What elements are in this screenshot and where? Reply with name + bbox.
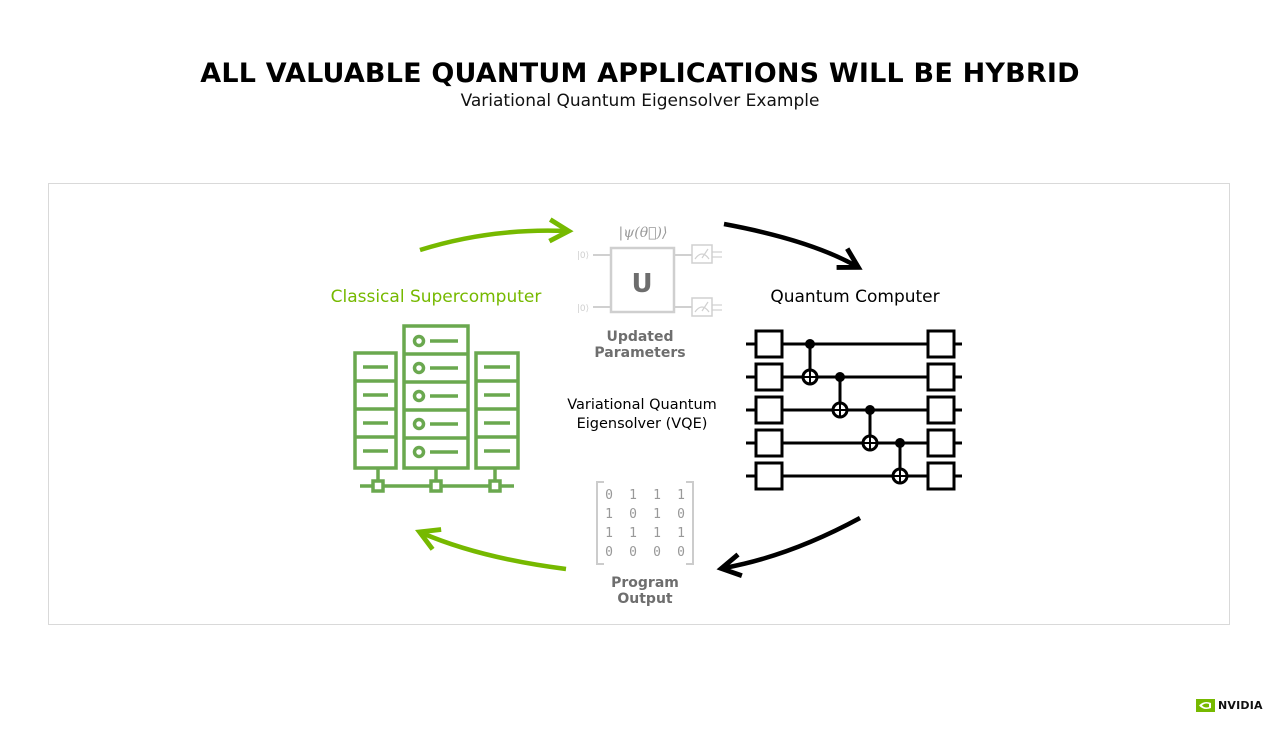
parameter-circuit-icon: |ψ(θ⃗)⟩ |0⟩ |0⟩ U Updated Parameters <box>577 225 722 361</box>
nvidia-logo: NVIDIA <box>1196 699 1263 712</box>
quantum-computer-label: Quantum Computer <box>770 287 939 307</box>
unitary-gate-box <box>609 246 676 314</box>
matrix-cell: 0 <box>605 545 613 560</box>
program-output-label-line2: Output <box>617 591 673 607</box>
matrix-cell: 0 <box>629 507 637 522</box>
matrix-cell: 0 <box>677 545 685 560</box>
qubit-input-top: |0⟩ <box>577 251 589 261</box>
program-output-label-line1: Program <box>611 575 679 591</box>
matrix-cell: 1 <box>629 526 637 541</box>
gate-box <box>754 395 784 425</box>
gate-box <box>926 395 956 425</box>
classical-supercomputer-label: Classical Supercomputer <box>331 287 542 307</box>
matrix-cell: 1 <box>629 488 637 503</box>
nvidia-logo-text: NVIDIA <box>1218 699 1263 712</box>
gate-box <box>754 428 784 458</box>
server-rack-icon <box>353 324 520 493</box>
gate-box <box>926 461 956 491</box>
matrix-cell: 0 <box>653 545 661 560</box>
page-title: ALL VALUABLE QUANTUM APPLICATIONS WILL B… <box>200 58 1080 89</box>
page-subtitle: Variational Quantum Eigensolver Example <box>460 91 820 111</box>
matrix-cell: 1 <box>653 488 661 503</box>
arrow-params-to-quantum <box>723 221 863 270</box>
quantum-circuit-icon <box>746 329 962 491</box>
cnot-control-dot <box>895 438 905 448</box>
nvidia-eye-icon <box>1196 699 1215 712</box>
matrix-cell: 1 <box>605 526 613 541</box>
matrix-cell: 1 <box>677 488 685 503</box>
gate-box <box>926 428 956 458</box>
cnot-control-dot <box>865 405 875 415</box>
gate-box <box>754 329 784 359</box>
matrix-cell: 0 <box>605 488 613 503</box>
arrow-quantum-to-output <box>716 516 862 579</box>
vqe-label-line1: Variational Quantum <box>567 397 717 413</box>
updated-parameters-label-line1: Updated <box>606 329 673 345</box>
cnot-control-dot <box>835 372 845 382</box>
arrow-classical-to-params <box>419 217 574 253</box>
updated-parameters-label-line2: Parameters <box>594 345 685 361</box>
matrix-cell: 0 <box>677 507 685 522</box>
matrix-cell: 1 <box>653 526 661 541</box>
cnot-control-dot <box>805 339 815 349</box>
ket-psi-theta-label: |ψ(θ⃗)⟩ <box>619 225 668 241</box>
unitary-gate-label: U <box>631 269 652 299</box>
measurement-icon <box>691 297 722 317</box>
measurement-icon <box>691 244 722 264</box>
gate-box <box>926 362 956 392</box>
matrix-cell: 1 <box>677 526 685 541</box>
matrix-cell: 0 <box>629 545 637 560</box>
gate-box <box>754 362 784 392</box>
diagram-frame <box>48 183 1230 625</box>
gate-box <box>926 329 956 359</box>
matrix-cell: 1 <box>605 507 613 522</box>
matrix-cell: 1 <box>653 507 661 522</box>
vqe-label-line2: Eigensolver (VQE) <box>577 416 708 432</box>
qubit-input-bottom: |0⟩ <box>577 304 589 314</box>
arrow-output-to-classical <box>415 527 567 572</box>
program-output-matrix: 0 1 1 1 1 0 1 0 1 1 1 1 0 0 0 0 Program Output <box>596 481 694 607</box>
gate-box <box>754 461 784 491</box>
